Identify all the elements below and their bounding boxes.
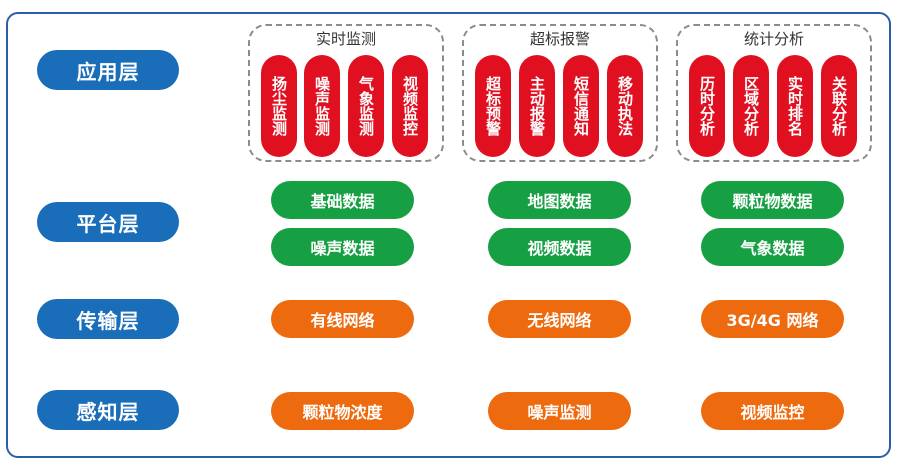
transport-item-mobile-network: 3G/4G 网络 bbox=[701, 300, 844, 338]
app-item-mobile-enforcement: 移动执法 bbox=[607, 55, 643, 157]
app-item-realtime-ranking: 实时排名 bbox=[777, 55, 813, 157]
app-item-exceed-warning: 超标预警 bbox=[475, 55, 511, 157]
layer-label-application: 应用层 bbox=[37, 50, 179, 90]
group-title-statistical-analysis: 统计分析 bbox=[743, 30, 804, 48]
perception-item-particulate-concentration: 颗粒物浓度 bbox=[271, 392, 414, 430]
group-title-realtime-monitoring: 实时监测 bbox=[315, 30, 376, 48]
app-item-sms-notice: 短信通知 bbox=[563, 55, 599, 157]
app-item-correlation-analysis: 关联分析 bbox=[821, 55, 857, 157]
platform-item-noise-data: 噪声数据 bbox=[271, 228, 414, 266]
perception-item-noise-monitoring: 噪声监测 bbox=[488, 392, 631, 430]
platform-item-particulate-data: 颗粒物数据 bbox=[701, 181, 844, 219]
group-title-exceed-alarm: 超标报警 bbox=[529, 30, 590, 48]
group-box-exceed-alarm bbox=[462, 24, 658, 162]
platform-item-map-data: 地图数据 bbox=[488, 181, 631, 219]
layer-label-transport: 传输层 bbox=[37, 299, 179, 339]
app-item-active-alarm: 主动报警 bbox=[519, 55, 555, 157]
platform-item-weather-data: 气象数据 bbox=[701, 228, 844, 266]
group-box-statistical-analysis bbox=[676, 24, 872, 162]
app-item-video-surveillance: 视频监控 bbox=[392, 55, 428, 157]
app-item-region-analysis: 区域分析 bbox=[733, 55, 769, 157]
transport-item-wireless-network: 无线网络 bbox=[488, 300, 631, 338]
diagram-frame bbox=[6, 12, 891, 458]
transport-item-wired-network: 有线网络 bbox=[271, 300, 414, 338]
app-item-history-analysis: 历时分析 bbox=[689, 55, 725, 157]
layer-label-perception: 感知层 bbox=[37, 390, 179, 430]
app-item-weather-monitoring: 气象监测 bbox=[348, 55, 384, 157]
app-item-noise-monitoring: 噪声监测 bbox=[304, 55, 340, 157]
app-item-dust-monitoring: 扬尘监测 bbox=[261, 55, 297, 157]
platform-item-video-data: 视频数据 bbox=[488, 228, 631, 266]
group-box-realtime-monitoring bbox=[248, 24, 444, 162]
layer-label-platform: 平台层 bbox=[37, 202, 179, 242]
platform-item-base-data: 基础数据 bbox=[271, 181, 414, 219]
perception-item-video-surveillance: 视频监控 bbox=[701, 392, 844, 430]
